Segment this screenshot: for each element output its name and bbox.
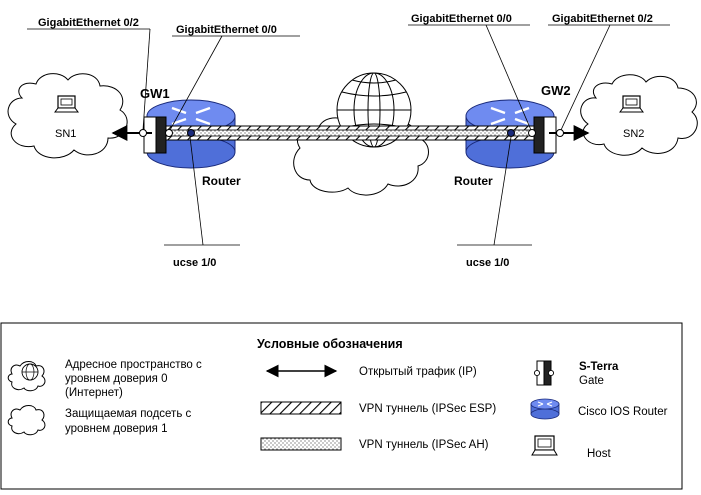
- sn1-label: SN1: [55, 128, 76, 140]
- gw1-router-label: Router: [202, 174, 241, 188]
- legend-host-icon: [531, 435, 558, 456]
- sn2-label: SN2: [623, 128, 644, 140]
- gw2-sterra-gate-icon: [533, 116, 557, 154]
- gw1-ucse-port: [187, 129, 195, 137]
- legend-internet-icon: [7, 361, 46, 392]
- legend-internet-line1: Адресное пространство с: [65, 359, 202, 371]
- gw1-sterra-gate-icon: [143, 116, 167, 154]
- legend-sterra-line2: Gate: [579, 375, 604, 387]
- legend-sterra-gate-icon: [533, 360, 555, 386]
- legend-host-label: Host: [587, 448, 611, 460]
- gw2-inner-iface-label: GigabitEthernet 0/0: [411, 13, 512, 25]
- legend-cisco-router-icon: [530, 398, 560, 420]
- gw2-outer-iface-label: GigabitEthernet 0/2: [552, 13, 653, 25]
- gw2-inner-port: [528, 129, 536, 137]
- gw1-outer-port: [139, 129, 147, 137]
- leader-lines: [27, 24, 670, 246]
- legend-vpn-esp-label: VPN туннель (IPSec ESP): [359, 403, 496, 415]
- legend-subnet-icon: [7, 405, 46, 436]
- gw1-inner-port: [165, 129, 173, 137]
- legend-title: Условные обозначения: [257, 337, 403, 351]
- legend-subnet-line2: уровнем доверия 1: [65, 423, 168, 435]
- gw2-name: GW2: [541, 83, 571, 98]
- legend-vpn-ah-icon: [260, 437, 342, 451]
- legend-subnet-line1: Защищаемая подсеть с: [65, 408, 192, 420]
- gw2-outer-port: [556, 129, 564, 137]
- gw2-router-label: Router: [454, 174, 493, 188]
- legend-open-traffic-label: Открытый трафик (IP): [359, 366, 477, 378]
- sn1-cloud: [7, 73, 128, 159]
- legend-internet-line3: (Интернет): [65, 387, 123, 399]
- gw1-inner-iface-label: GigabitEthernet 0/0: [176, 24, 277, 36]
- legend-vpn-esp-icon: [260, 401, 342, 415]
- gw1-name: GW1: [140, 86, 170, 101]
- gw2-ucse-label: ucse 1/0: [466, 257, 509, 269]
- gw1-outer-iface-label: GigabitEthernet 0/2: [38, 17, 139, 29]
- legend-internet-line2: уровнем доверия 0: [65, 373, 168, 385]
- legend-sterra-line1: S-Terra: [579, 361, 619, 373]
- sn2-cloud: [580, 74, 698, 156]
- legend-vpn-ah-label: VPN туннель (IPSec AH): [359, 439, 489, 451]
- sn1-host-icon: [54, 95, 79, 113]
- gw1-ucse-label: ucse 1/0: [173, 257, 216, 269]
- vpn-tunnel-ah: [162, 129, 538, 137]
- sn2-host-icon: [619, 95, 644, 113]
- gw2-ucse-port: [507, 129, 515, 137]
- legend-cisco-router-label: Cisco IOS Router: [578, 406, 668, 418]
